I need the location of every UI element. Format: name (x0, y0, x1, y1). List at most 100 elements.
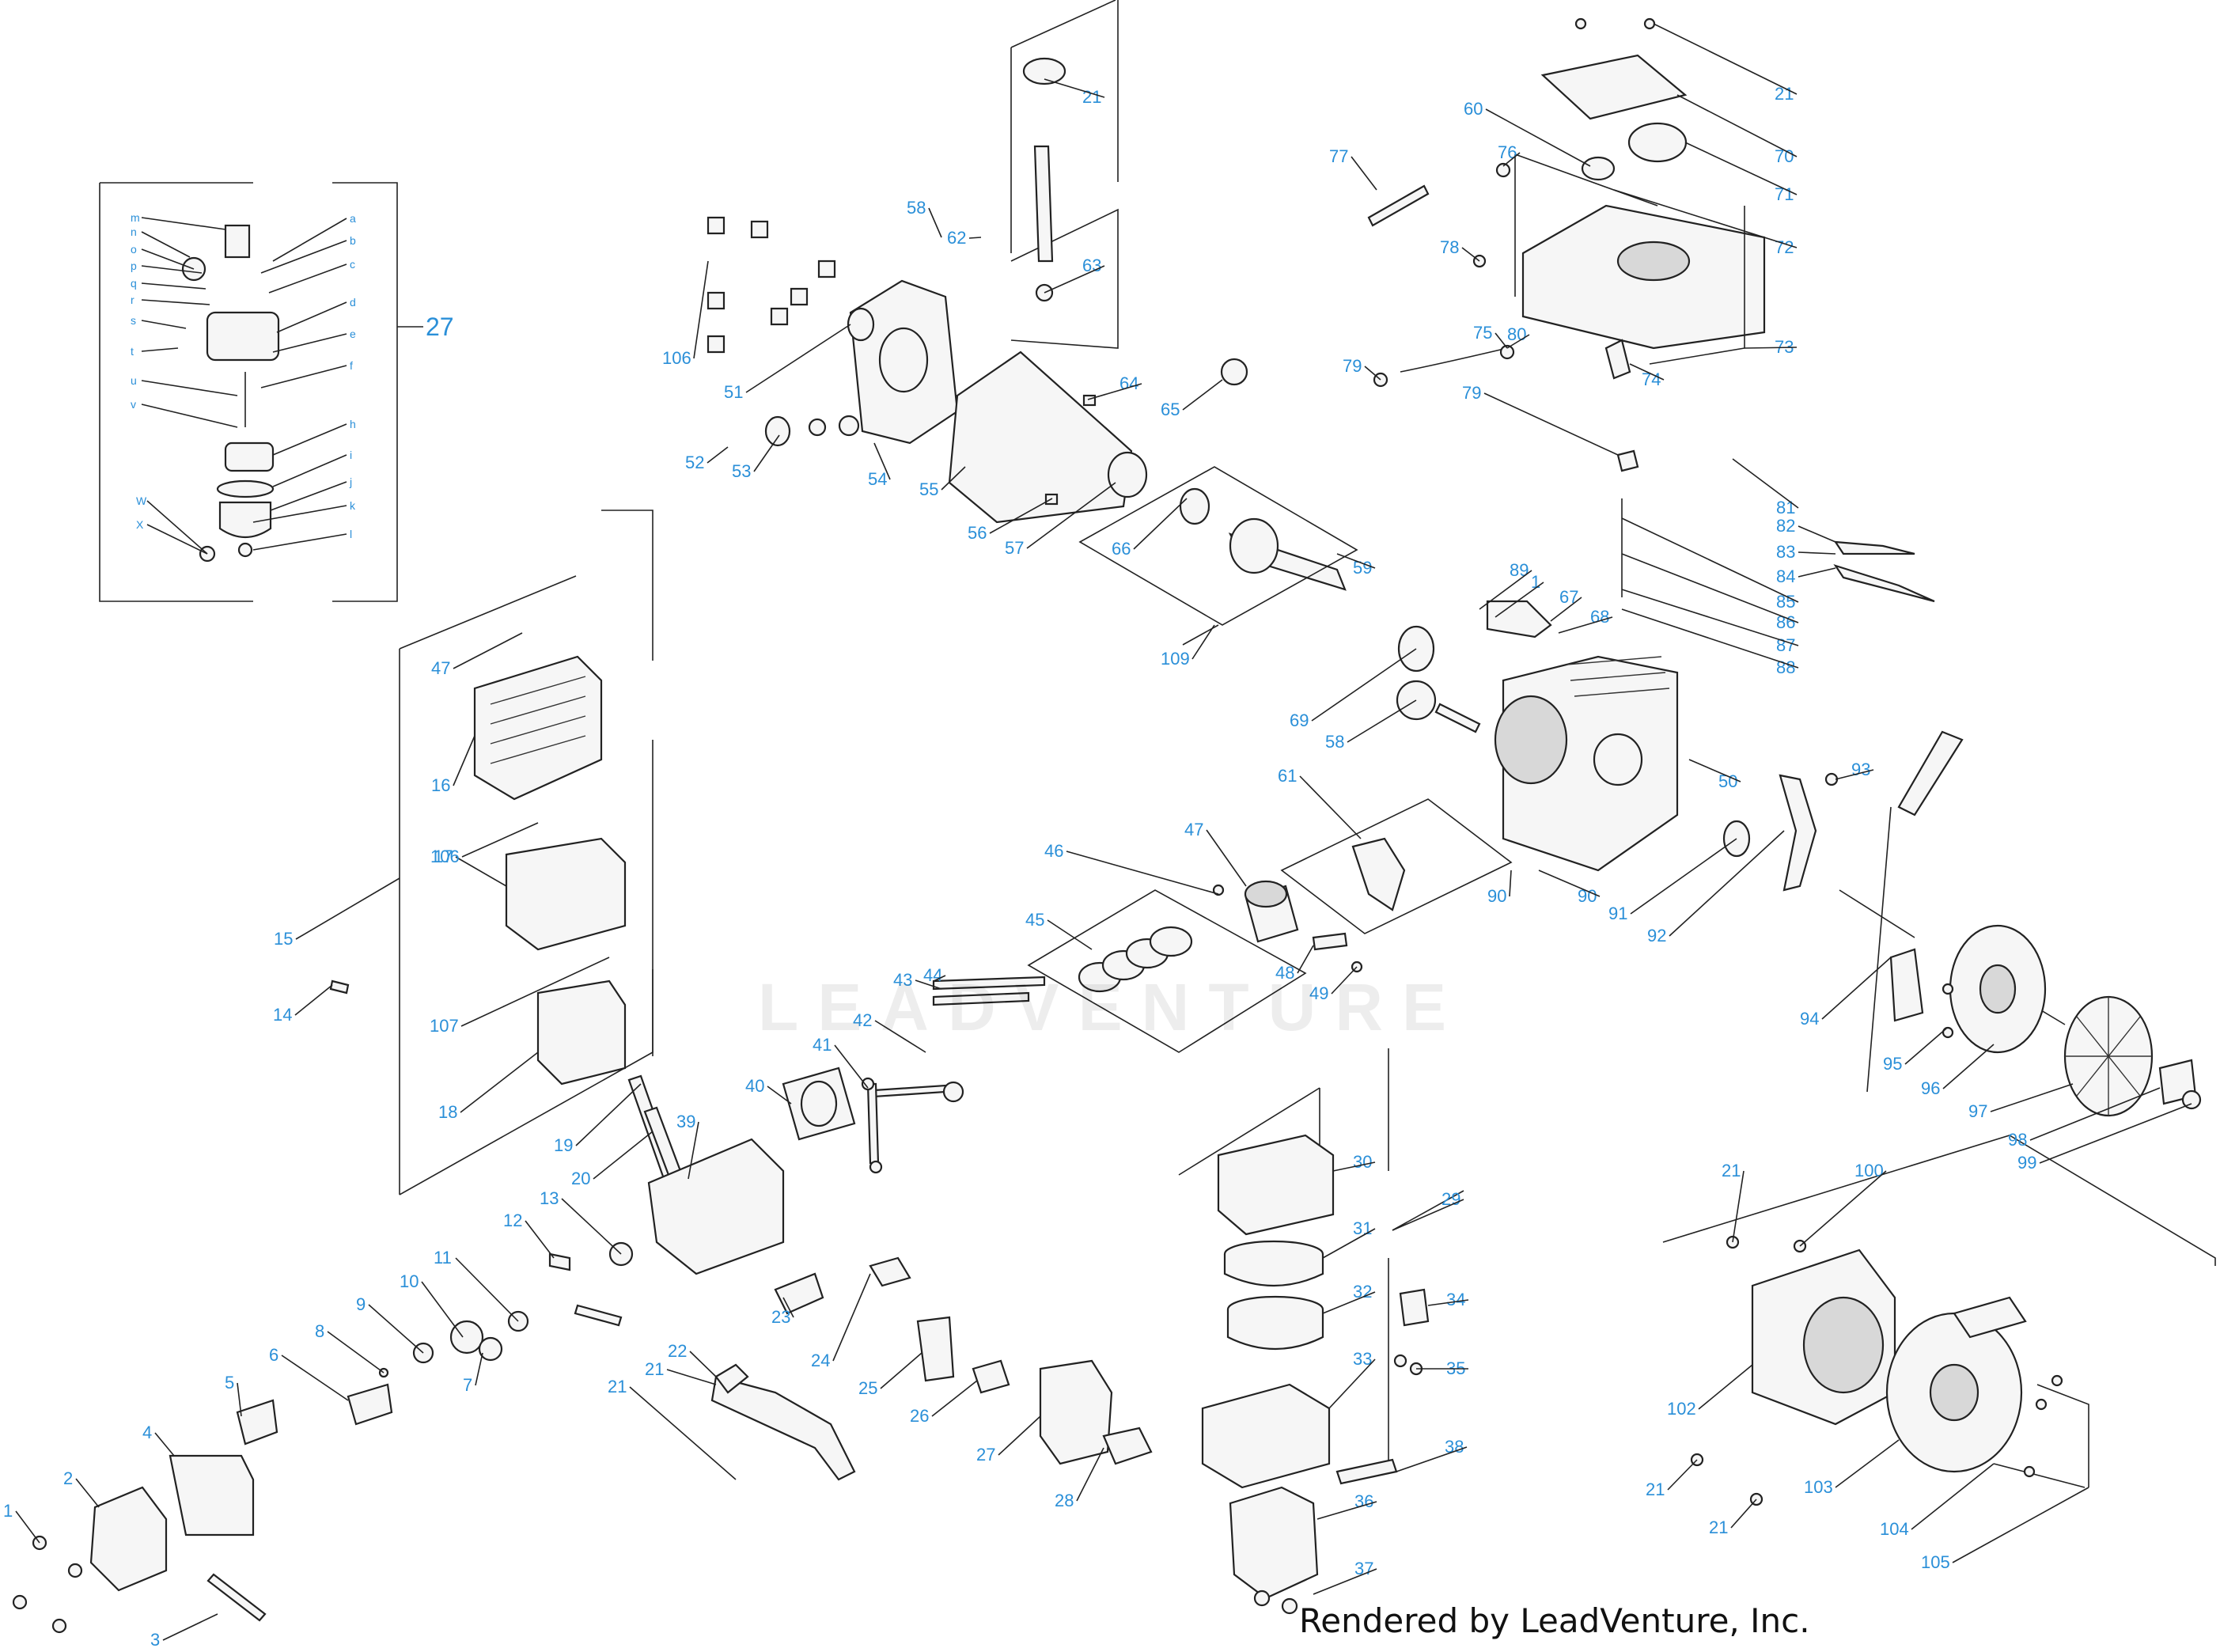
callout-leader (1621, 608, 1799, 669)
callout-leader (1479, 570, 1532, 610)
callout-label: 58 (907, 198, 926, 218)
part-22-bracket (710, 1375, 856, 1481)
callout-label: 64 (1119, 373, 1138, 393)
carb-letter-label: v (131, 398, 136, 411)
callout-leader (1461, 247, 1480, 262)
carb-letter-leader (260, 365, 347, 388)
frame-a (601, 510, 653, 661)
callout-leader (1835, 769, 1874, 780)
part-43-seat (942, 1081, 964, 1103)
callout-label: 95 (1883, 1054, 1902, 1074)
callout-leader (998, 1415, 1041, 1456)
callout-label: 30 (1353, 1152, 1372, 1172)
callout-leader (1396, 1446, 1468, 1472)
callout-leader (421, 1281, 464, 1338)
part-27-carburetor (1039, 1359, 1113, 1465)
callout-leader (294, 984, 333, 1016)
callout-label: 7 (463, 1375, 472, 1395)
callout-leader (1799, 1170, 1887, 1247)
callout-leader (1044, 265, 1105, 294)
callout-label: 2 (63, 1468, 73, 1488)
callout-leader (461, 822, 539, 858)
carb-letter-label: n (131, 225, 137, 238)
callout-leader (1835, 1439, 1900, 1488)
callout-label: 88 (1776, 657, 1795, 677)
callout-leader (873, 442, 891, 480)
part-80-fuel-line (1400, 347, 1508, 373)
part-98-blades (2065, 997, 2152, 1116)
part-46-ring-d (1149, 926, 1193, 957)
callout-leader (1911, 1463, 1995, 1530)
carb-letter-label: b (350, 234, 356, 247)
part-103-handle (1953, 1296, 2027, 1339)
callout-label: 75 (1473, 323, 1492, 343)
callout-label: 71 (1775, 184, 1794, 204)
callout-leader (1336, 553, 1376, 569)
callout-leader (1502, 152, 1521, 167)
callout-leader (915, 979, 942, 990)
callout-leader (1798, 525, 1836, 543)
callout-label: 24 (811, 1351, 830, 1370)
callout-leader (237, 1382, 242, 1417)
callout-leader (1942, 1044, 1995, 1089)
callout-label: 96 (1921, 1078, 1940, 1098)
callout-label: 91 (1608, 904, 1627, 923)
part-77-grommet (1495, 162, 1511, 178)
callout-label: 106 (430, 847, 460, 866)
callout-label: 84 (1776, 566, 1795, 586)
callout-leader (162, 1613, 218, 1641)
callout-label: 10 (400, 1271, 419, 1291)
carb-letter-label: r (131, 294, 134, 306)
carb-letter-label: s (131, 314, 136, 327)
callout-leader (327, 1331, 385, 1374)
callout-leader (1206, 829, 1247, 887)
callout-leader (832, 1273, 871, 1362)
part-1-bolt-c (12, 1594, 28, 1610)
callout-label: 82 (1776, 516, 1795, 536)
carb-letter-label: X (136, 518, 144, 531)
part-1-bolt-d (51, 1618, 67, 1634)
part-23-pushrods (774, 1272, 824, 1315)
callout-label: 11 (434, 1248, 452, 1267)
callout-label: 18 (438, 1102, 457, 1122)
part-103-hub (1929, 1363, 1979, 1422)
callout-label: 8 (315, 1321, 324, 1341)
callout-label: 93 (1851, 760, 1870, 779)
part-10-spring (449, 1320, 484, 1355)
part-26-gasket (972, 1359, 1010, 1394)
callout-leader (1313, 1568, 1377, 1595)
part-104-bolt-b (2035, 1398, 2048, 1411)
callout-label: 42 (853, 1010, 872, 1030)
callout-leader (525, 1220, 555, 1259)
callout-leader (455, 856, 507, 887)
callout-leader (834, 1044, 869, 1089)
callout-label: 1 (1531, 572, 1540, 592)
part-58a-ring (838, 415, 860, 437)
callout-label: 49 (1309, 983, 1328, 1003)
callout-label: 89 (1510, 560, 1529, 580)
carb-letter-leader (276, 301, 347, 333)
carb-letter-label: c (350, 258, 355, 271)
callout-label: 13 (540, 1188, 559, 1208)
callout-layer: 1234567891011121314151617181920394041424… (3, 23, 2192, 1650)
carb-letter-leader (141, 231, 191, 258)
callout-label: 26 (910, 1406, 929, 1426)
callout-label: 62 (947, 228, 966, 248)
callout-leader (941, 466, 966, 491)
callout-leader (1182, 379, 1223, 411)
carb-drain-shape (237, 542, 253, 558)
callout-leader (15, 1510, 40, 1544)
callout-label: 40 (745, 1076, 764, 1096)
callout-leader (1297, 945, 1314, 974)
callout-leader (1191, 624, 1215, 660)
callout-leader (1538, 870, 1601, 897)
part-41-top (861, 1077, 875, 1091)
callout-leader (933, 975, 946, 982)
callout-leader (281, 1355, 349, 1401)
carb-letter-leader (272, 423, 347, 456)
part-96-bolt-a (1942, 983, 1954, 995)
callout-leader (931, 1380, 978, 1417)
part-49-pin (1312, 932, 1348, 951)
part-72-fuel-cap (1627, 122, 1688, 163)
callout-label: 5 (225, 1373, 234, 1392)
